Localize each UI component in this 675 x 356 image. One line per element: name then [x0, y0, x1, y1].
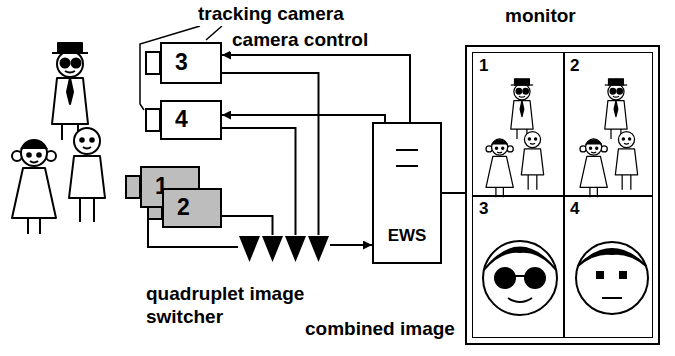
- screen-face: [483, 241, 557, 315]
- tracking-camera: 3: [160, 42, 222, 84]
- callout-number: 1: [479, 56, 558, 76]
- part-name: quadruplet image switcher: [146, 283, 328, 329]
- callout-number: 3: [175, 49, 188, 77]
- switcher-triangle: [262, 236, 283, 262]
- switcher-triangles: [238, 235, 330, 263]
- callout-number: 3: [479, 199, 558, 219]
- box-label: EWS: [388, 226, 427, 246]
- signal-wire: [222, 216, 273, 235]
- switcher-triangle: [285, 236, 306, 262]
- image-switcher: quadruplet image switcher: [238, 235, 330, 263]
- part-label: camera control: [230, 29, 370, 52]
- signal-wire: [222, 73, 319, 235]
- ews-slot: [396, 150, 418, 166]
- signal-wire: [330, 244, 372, 246]
- people-figure: [12, 43, 105, 234]
- callout-number: 4: [175, 106, 188, 134]
- signal-wire: [222, 55, 410, 122]
- signal-wire: [222, 128, 296, 235]
- screen-quadrant: 2: [563, 52, 653, 197]
- screen-quadrant: 4: [563, 195, 653, 338]
- screen-face: [576, 242, 648, 314]
- callout-number: 2: [177, 194, 190, 222]
- workstation-box: EWS: [372, 122, 442, 264]
- part-name: monitor: [505, 5, 576, 28]
- monitor-frame: monitor1234: [465, 45, 660, 345]
- callout-number: 2: [570, 56, 646, 76]
- standard-camera: 2: [162, 188, 222, 228]
- screen-quadrant: 1: [472, 52, 565, 197]
- tracking-camera: 4: [160, 100, 222, 140]
- switcher-triangle: [308, 236, 329, 262]
- signal-wire: [222, 115, 385, 122]
- part-label: tracking camera: [196, 3, 346, 26]
- callout-number: 4: [570, 199, 646, 219]
- screen-quadrant: 3: [472, 195, 565, 338]
- screen-people: [486, 79, 544, 197]
- signal-wire: [442, 192, 465, 194]
- leader-line: [140, 26, 222, 110]
- signal-label: combined image: [303, 318, 457, 341]
- switcher-triangle: [239, 236, 260, 262]
- screen-people: [580, 79, 638, 197]
